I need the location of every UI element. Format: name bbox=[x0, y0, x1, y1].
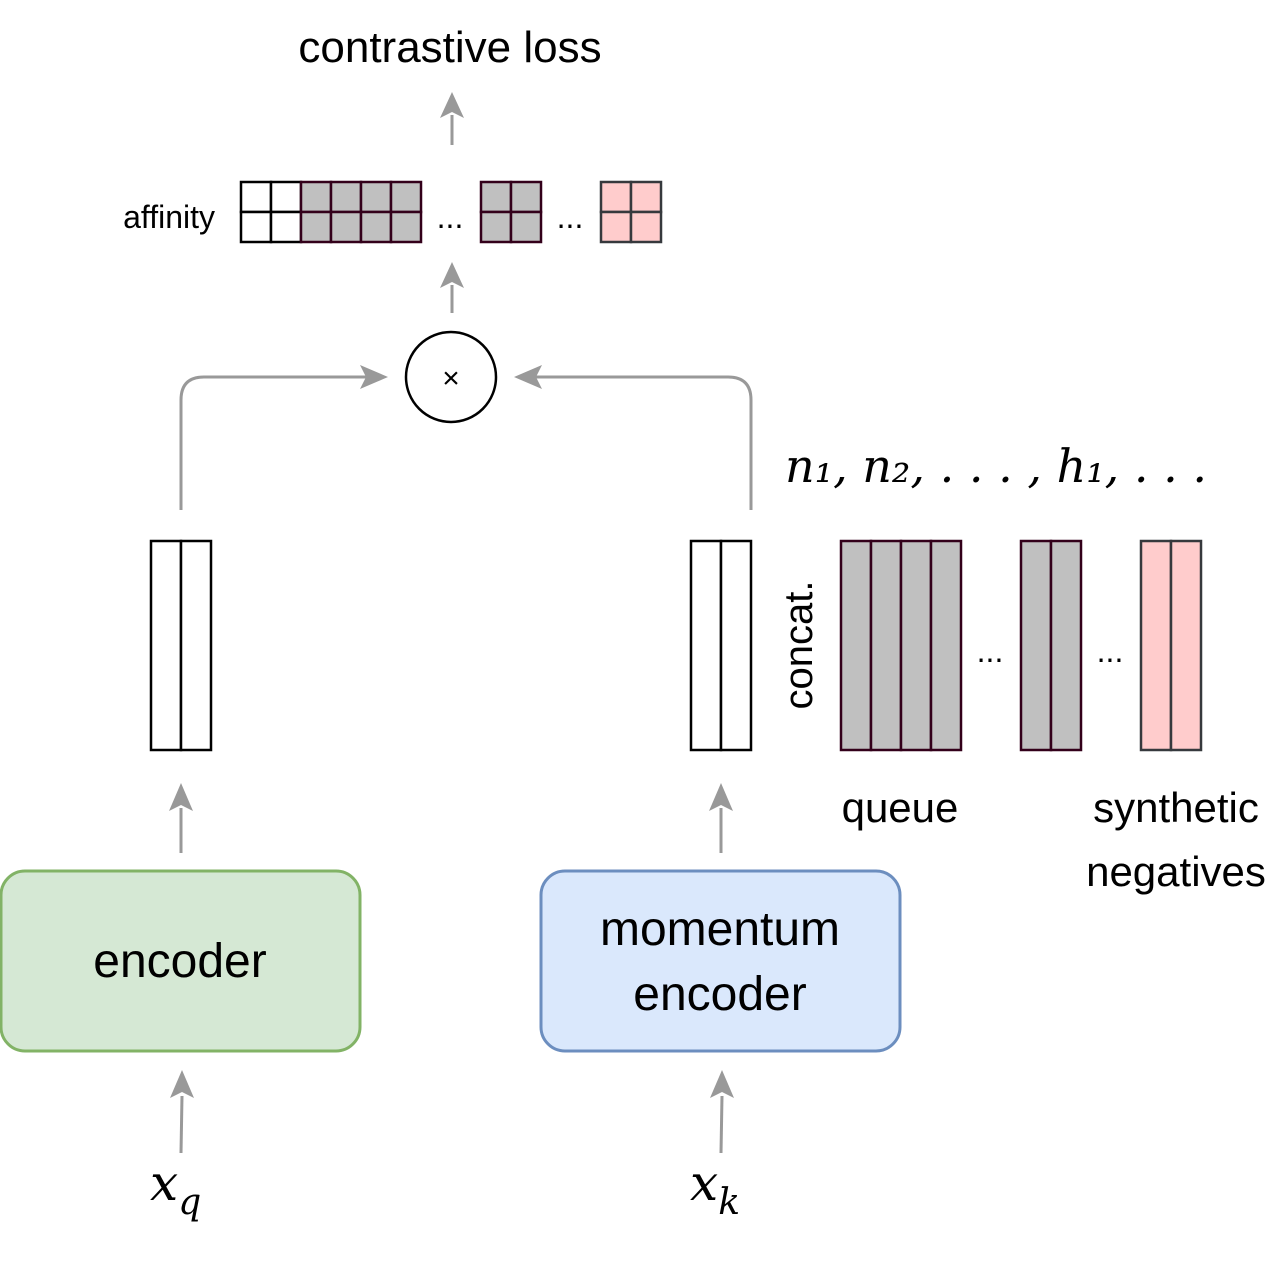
encoder-label: encoder bbox=[93, 935, 266, 988]
affinity-ellipsis-1: ... bbox=[437, 199, 464, 235]
queue-vectors-tail bbox=[1019, 539, 1083, 752]
momentum-encoder-label-line1: momentum bbox=[600, 903, 840, 956]
input-xq: xq bbox=[150, 1154, 201, 1223]
key-feature-vector bbox=[689, 539, 753, 752]
multiply-symbol: × bbox=[442, 362, 460, 395]
queue-label: queue bbox=[842, 784, 959, 831]
affinity-queue-cells-tail bbox=[479, 180, 543, 244]
arrow-affinity-to-loss bbox=[440, 92, 464, 145]
concat-label: concat. bbox=[777, 581, 821, 710]
title-contrastive-loss: contrastive loss bbox=[298, 23, 601, 72]
arrow-key-to-multiply bbox=[514, 365, 753, 510]
input-xk: xk bbox=[690, 1154, 740, 1223]
query-feature-vector bbox=[149, 539, 213, 752]
momentum-encoder-label-line2: encoder bbox=[633, 968, 806, 1021]
multiply-node: × bbox=[404, 330, 498, 424]
encoder-box: encoder bbox=[0, 869, 362, 1053]
synthetic-negative-vectors bbox=[1139, 539, 1203, 752]
arrow-multiply-to-affinity bbox=[440, 262, 464, 313]
affinity-synthetic-cells bbox=[599, 180, 663, 244]
sequence-label: n₁, n₂, . . . , h₁, . . . bbox=[785, 439, 1207, 493]
queue-ellipsis-2: ... bbox=[1097, 633, 1124, 669]
synthetic-label-line2: negatives bbox=[1086, 848, 1266, 895]
affinity-positive-cells bbox=[239, 180, 303, 244]
affinity-ellipsis-2: ... bbox=[557, 199, 584, 235]
arrow-query-to-multiply bbox=[179, 365, 388, 510]
arrow-input-k-to-momentum-encoder bbox=[710, 1070, 734, 1154]
affinity-label: affinity bbox=[123, 199, 215, 235]
queue-vectors bbox=[839, 539, 963, 752]
momentum-encoder-box: momentum encoder bbox=[539, 869, 902, 1053]
arrow-momentum-encoder-to-key bbox=[709, 783, 733, 853]
arrow-input-q-to-encoder bbox=[170, 1070, 194, 1154]
synthetic-label-line1: synthetic bbox=[1093, 784, 1259, 831]
affinity-queue-cells bbox=[299, 180, 423, 244]
queue-ellipsis-1: ... bbox=[977, 633, 1004, 669]
arrow-encoder-to-query bbox=[169, 783, 193, 853]
